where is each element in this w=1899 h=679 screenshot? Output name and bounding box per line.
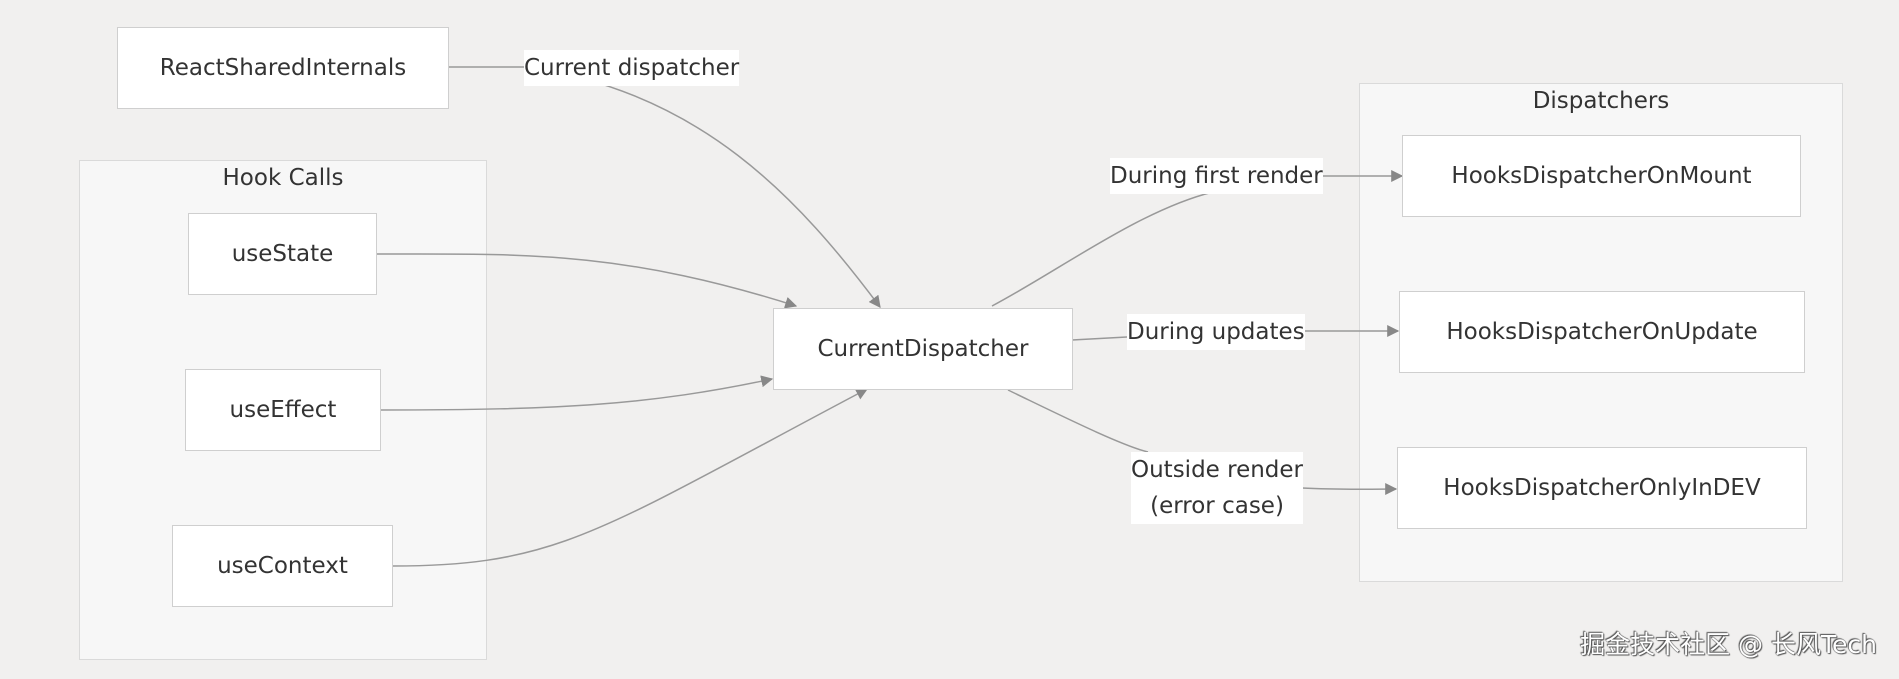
edge-internals-to-current xyxy=(448,66,881,308)
edge-label-first-render: During first render xyxy=(1110,158,1323,194)
edge-current-to-onupdate xyxy=(1071,331,1398,340)
hook-calls-title: Hook Calls xyxy=(222,165,344,191)
react-shared-internals-node[interactable]: ReactSharedInternals xyxy=(117,27,449,109)
edge-label-outside-render: Outside render (error case) xyxy=(1131,452,1304,524)
edge-label-current-dispatcher: Current dispatcher xyxy=(524,50,740,86)
edge-label-outside-render-line2: (error case) xyxy=(1150,493,1284,519)
watermark: 掘金技术社区 @ 长风Tech xyxy=(1580,630,1877,659)
edge-label-outside-render-line1: Outside render xyxy=(1131,457,1304,483)
edge-usestate-to-current xyxy=(376,253,798,309)
use-effect-node[interactable]: useEffect xyxy=(185,369,381,451)
edge-current-to-onmount xyxy=(991,176,1402,307)
edge-label-updates: During updates xyxy=(1127,314,1305,350)
hooks-dispatcher-on-update-node[interactable]: HooksDispatcherOnUpdate xyxy=(1399,291,1805,373)
edge-usecontext-to-current xyxy=(392,388,869,567)
edge-useeffect-to-current xyxy=(379,375,774,411)
hooks-dispatcher-only-in-dev-node[interactable]: HooksDispatcherOnlyInDEV xyxy=(1397,447,1807,529)
use-context-node[interactable]: useContext xyxy=(172,525,393,607)
dispatchers-title: Dispatchers xyxy=(1532,88,1670,114)
use-state-node[interactable]: useState xyxy=(188,213,377,295)
hooks-dispatcher-on-mount-node[interactable]: HooksDispatcherOnMount xyxy=(1402,135,1801,217)
current-dispatcher-node[interactable]: CurrentDispatcher xyxy=(773,308,1073,390)
edge-current-to-onlyindev xyxy=(1007,389,1396,489)
